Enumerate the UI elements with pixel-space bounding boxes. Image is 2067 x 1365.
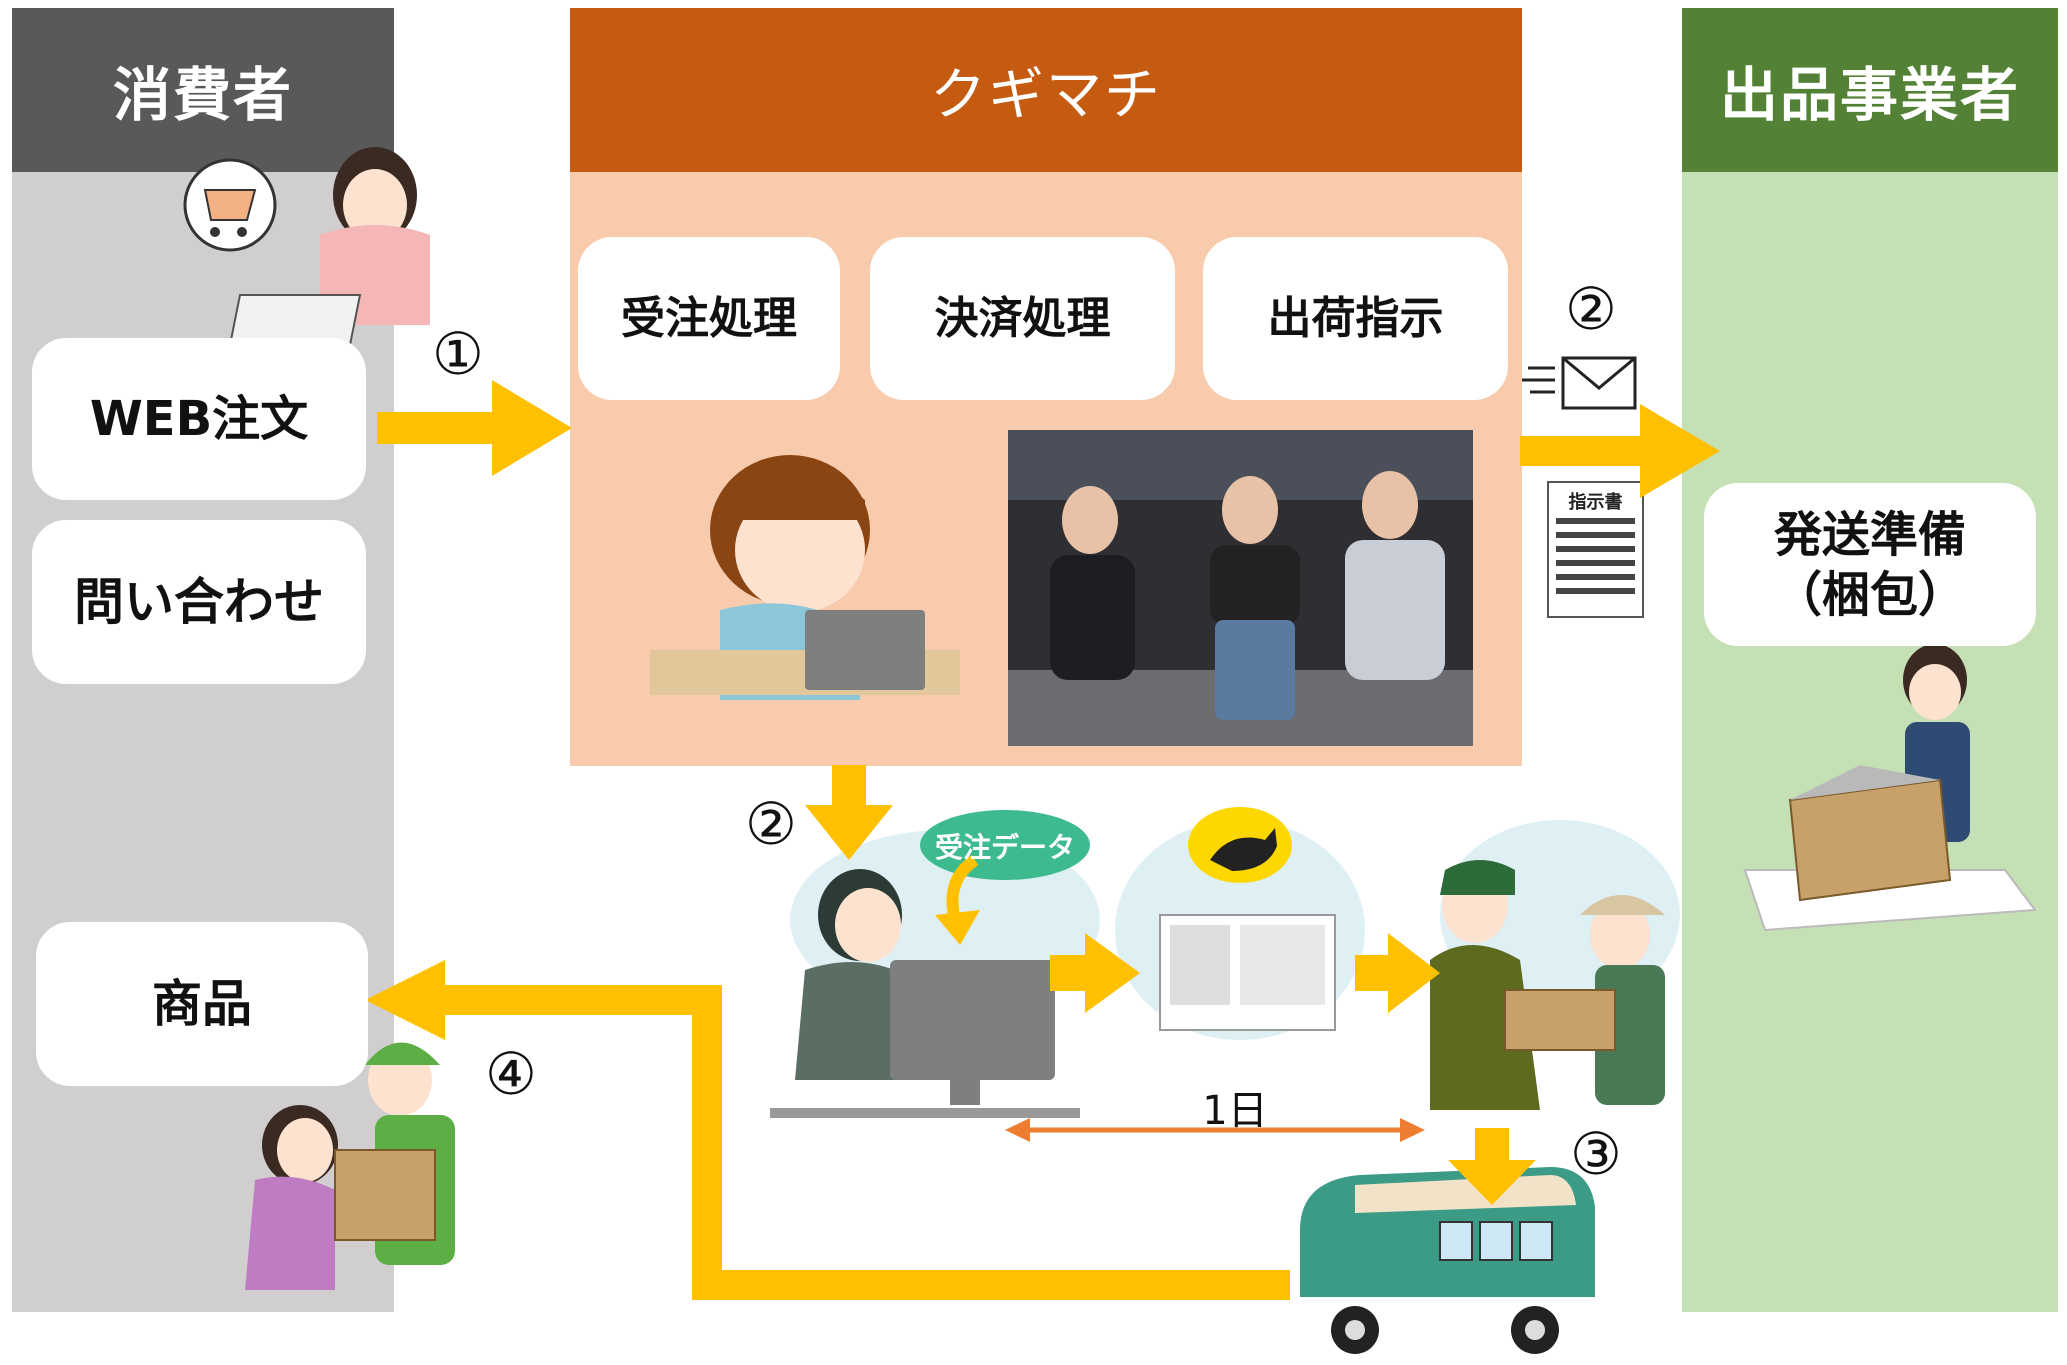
arrow-step-4-return bbox=[365, 960, 1290, 1300]
payment-processing-box: 決済処理 bbox=[870, 237, 1175, 400]
consumer-lane-header: 消費者 bbox=[12, 8, 394, 172]
arrow-step-2-to-seller bbox=[1520, 404, 1720, 498]
carrier-logo-icon bbox=[1115, 807, 1365, 1040]
seller-lane-header: 出品事業者 bbox=[1682, 8, 2058, 172]
seller-packing-illustration bbox=[1743, 644, 2037, 932]
step-1-label: ① bbox=[432, 320, 484, 388]
duration-arrow bbox=[1005, 1118, 1425, 1142]
step-2-down-label: ② bbox=[745, 790, 797, 858]
product-label: 商品 bbox=[152, 974, 252, 1033]
inquiry-box: 問い合わせ bbox=[32, 520, 366, 684]
step-3-label: ③ bbox=[1570, 1120, 1622, 1188]
delivery-van-illustration bbox=[1300, 1167, 1595, 1354]
instruction-document-icon bbox=[1547, 481, 1644, 618]
web-order-label: WEB注文 bbox=[89, 391, 309, 447]
web-order-box: WEB注文 bbox=[32, 338, 366, 500]
staff-photo bbox=[1008, 430, 1473, 746]
step-2-seller-label: ② bbox=[1565, 275, 1617, 343]
operator-illustration bbox=[650, 455, 960, 700]
consumer-laptop-illustration bbox=[183, 147, 430, 356]
duration-label: 1日 bbox=[1202, 1088, 1268, 1134]
seller-lane bbox=[1682, 172, 2058, 1312]
courier-handoff-illustration bbox=[1430, 820, 1680, 1110]
consumer-receiving-illustration bbox=[245, 1042, 455, 1290]
arrow-step-1 bbox=[377, 380, 572, 476]
packing-label: （梱包） bbox=[1773, 566, 1966, 623]
order-processing-box: 受注処理 bbox=[578, 237, 840, 400]
shipping-prep-label: 発送準備 bbox=[1773, 506, 1966, 563]
shipping-instruction-label: 出荷指示 bbox=[1267, 293, 1444, 344]
payment-processing-label: 決済処理 bbox=[934, 293, 1111, 344]
step-4-label: ④ bbox=[485, 1040, 537, 1108]
instruction-doc-label: 指示書 bbox=[1568, 492, 1623, 513]
shipping-prep-box: 発送準備 （梱包） bbox=[1704, 483, 2036, 646]
arrow-flow-1 bbox=[1050, 933, 1140, 1013]
kugimachi-lane-header: クギマチ bbox=[570, 8, 1522, 172]
arrow-flow-2 bbox=[1355, 933, 1440, 1013]
inquiry-label: 問い合わせ bbox=[74, 572, 324, 631]
shipping-instruction-box: 出荷指示 bbox=[1203, 237, 1508, 400]
order-data-label: 受注データ bbox=[934, 831, 1075, 864]
email-icon bbox=[1522, 356, 1637, 410]
arrow-step-3-down bbox=[1448, 1128, 1536, 1205]
product-box: 商品 bbox=[36, 922, 368, 1086]
arrow-step-2-down bbox=[805, 765, 893, 860]
order-data-bubble bbox=[920, 810, 1090, 945]
order-processing-label: 受注処理 bbox=[621, 293, 797, 344]
